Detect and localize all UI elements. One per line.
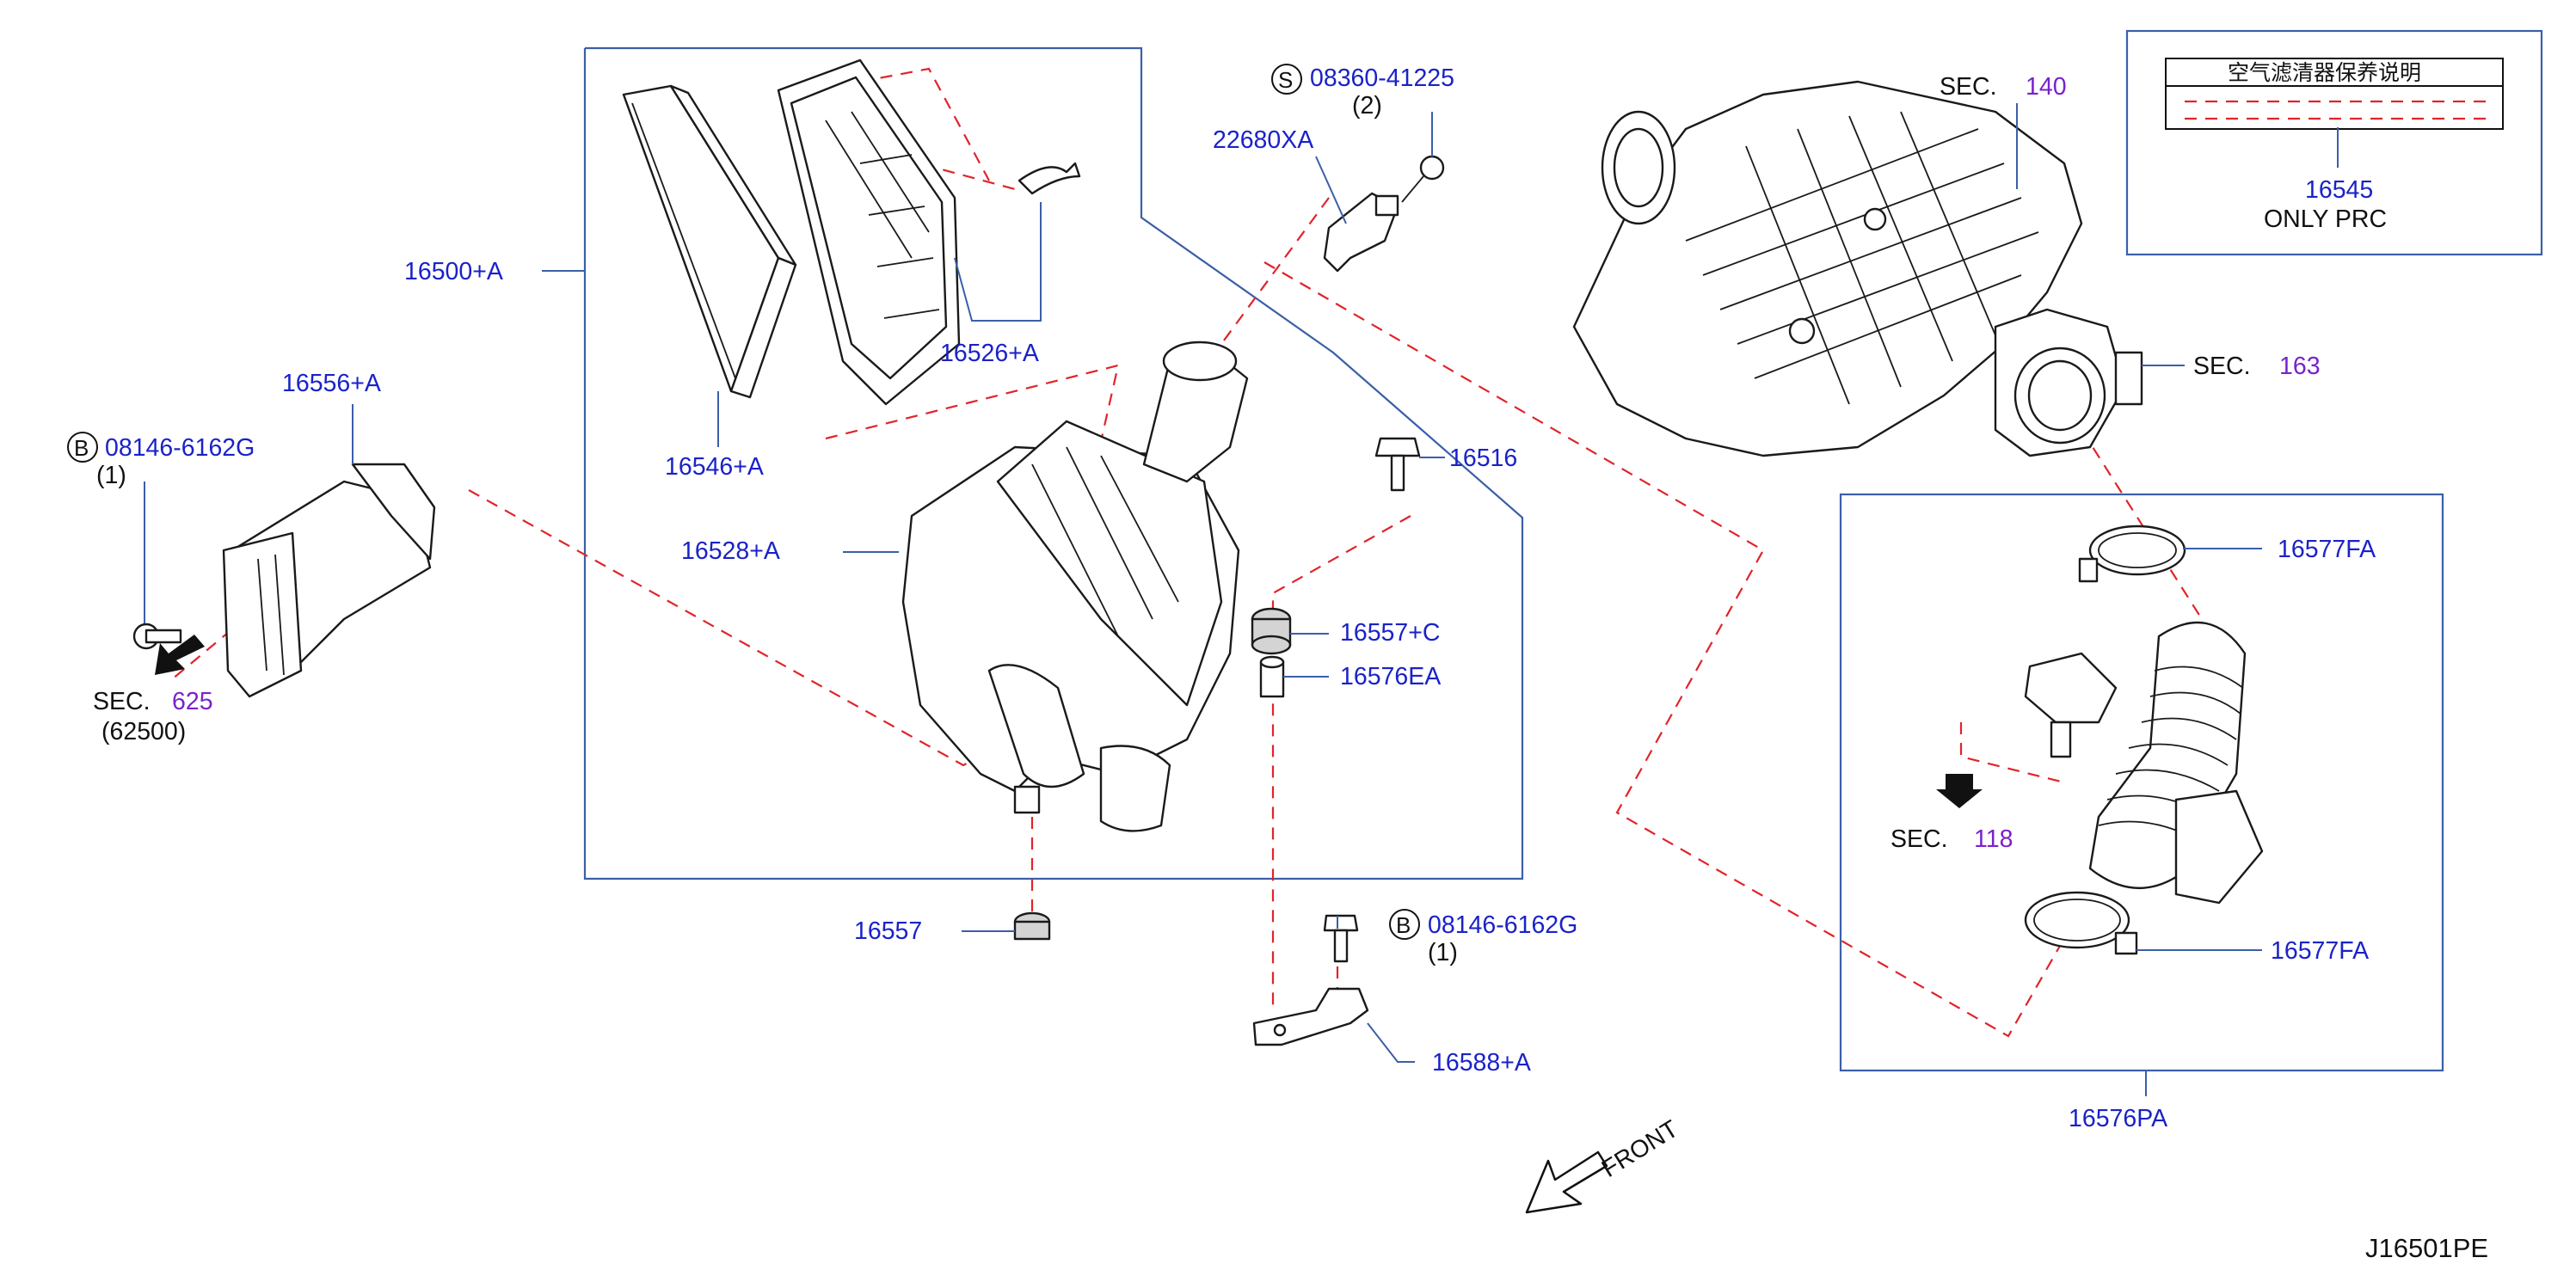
label-22680: 22680XA xyxy=(1213,126,1313,154)
sec-140-word: SEC. xyxy=(1940,73,1997,101)
label-08146-left: 08146-6162G xyxy=(105,434,255,462)
bolt-left xyxy=(132,623,182,650)
label-08146-lower: 08146-6162G xyxy=(1428,911,1577,939)
label-16556: 16556+A xyxy=(282,370,381,397)
air-duct xyxy=(222,463,436,698)
circled-b-lower-icon: B xyxy=(1389,909,1420,940)
label-16557: 16557 xyxy=(854,917,922,945)
collar-16576ea xyxy=(1259,655,1285,698)
front-label: FRONT xyxy=(1597,1115,1683,1183)
sec-118-number: 118 xyxy=(1974,825,2013,853)
label-16528: 16528+A xyxy=(681,537,780,565)
svg-text:S: S xyxy=(1278,67,1293,93)
label-16577fa-top: 16577FA xyxy=(2278,536,2376,563)
label-16588: 16588+A xyxy=(1432,1049,1531,1077)
bolt-lower xyxy=(1323,914,1359,963)
leader-lines xyxy=(144,103,2339,1096)
notice-chinese-text: 空气滤清器保养说明 xyxy=(2228,61,2421,85)
sec-625-word: SEC. xyxy=(93,688,151,715)
svg-text:B: B xyxy=(74,435,89,461)
hose-clip xyxy=(1017,162,1081,195)
label-16577fa-bottom: 16577FA xyxy=(2271,937,2369,965)
qty-08360: (2) xyxy=(1352,92,1382,120)
air-cleaner-cover xyxy=(777,58,961,406)
label-16576pa: 16576PA xyxy=(2069,1105,2167,1132)
label-16576ea: 16576EA xyxy=(1340,663,1441,690)
label-16526: 16526+A xyxy=(940,340,1039,367)
air-cleaner-group-frame xyxy=(583,46,1524,880)
sec-118-word: SEC. xyxy=(1891,825,1948,853)
label-16500: 16500+A xyxy=(404,258,503,285)
circled-b-left-icon: B xyxy=(67,432,98,463)
circled-s-icon: S xyxy=(1271,64,1302,95)
arrow-sec-625-icon xyxy=(155,635,205,675)
notice-label-plate xyxy=(2165,58,2504,130)
label-16545: 16545 xyxy=(2305,176,2373,204)
intake-manifold xyxy=(1572,80,2083,457)
label-16557c: 16557+C xyxy=(1340,619,1440,647)
air-inlet-hose xyxy=(2024,621,2264,905)
qty-08146-lower: (1) xyxy=(1428,939,1458,966)
mass-air-flow-sensor xyxy=(1323,192,1399,273)
sec-140-number: 140 xyxy=(2026,73,2067,101)
sec-163-word: SEC. xyxy=(2193,353,2251,380)
hose-clamp-bottom xyxy=(2024,891,2138,955)
notice-frame xyxy=(2125,29,2543,256)
svg-text:B: B xyxy=(1396,912,1411,938)
sec-625-sub: (62500) xyxy=(101,718,186,745)
throttle-body xyxy=(1994,308,2143,457)
figure-code: J16501PE xyxy=(2365,1233,2488,1263)
air-filter-element xyxy=(622,84,797,399)
sec-163-number: 163 xyxy=(2279,353,2321,380)
duct-group-frame xyxy=(1839,493,2444,1072)
label-16546: 16546+A xyxy=(665,453,764,481)
qty-08146-left: (1) xyxy=(96,462,126,489)
bracket-16588 xyxy=(1252,987,1369,1046)
only-prc: ONLY PRC xyxy=(2264,206,2387,233)
hose-clamp-top xyxy=(2078,525,2186,583)
bolt-16516 xyxy=(1374,437,1421,492)
screw-08360 xyxy=(1401,155,1445,203)
air-cleaner-inlet xyxy=(1142,340,1249,483)
arrow-sec-118-icon xyxy=(1936,774,1983,808)
label-08360: 08360-41225 xyxy=(1310,64,1454,92)
air-cleaner-body xyxy=(901,420,1240,832)
sec-625-number: 625 xyxy=(172,688,213,715)
grommet-16557c xyxy=(1251,607,1292,655)
front-arrow-icon xyxy=(1525,1150,1608,1214)
grommet-16557 xyxy=(1013,911,1051,941)
label-16516: 16516 xyxy=(1449,445,1517,472)
